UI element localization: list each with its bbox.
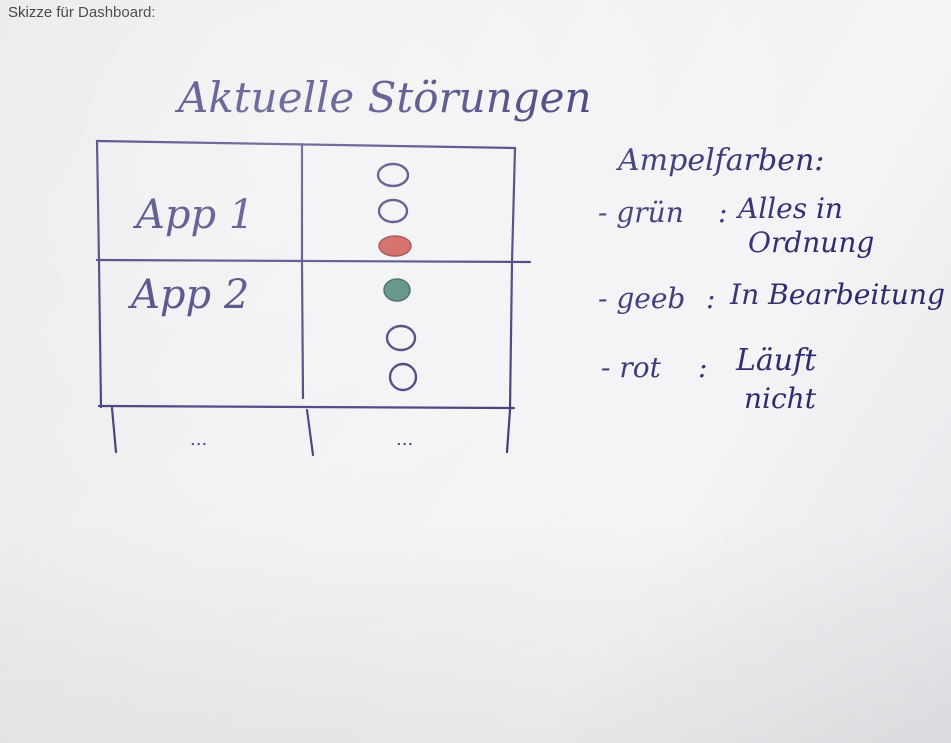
image-caption: Skizze für Dashboard: <box>8 4 156 21</box>
table-top-line <box>95 139 517 150</box>
row-label-more: ... <box>190 429 207 450</box>
traffic-light-app-2 <box>383 278 418 392</box>
table-right-line <box>508 146 517 412</box>
light-empty-icon <box>377 198 409 224</box>
legend-yellow-sep: : <box>706 282 715 315</box>
light-green-icon <box>383 278 411 302</box>
table-left-line-lower <box>97 260 103 409</box>
legend-red-text: Läuft <box>735 343 817 378</box>
light-empty-icon <box>376 162 410 188</box>
legend-red-text-2: nicht <box>744 382 817 415</box>
row-label-app-2: App 2 <box>127 272 249 318</box>
table-left-line-upper <box>95 139 101 264</box>
table-continuation-right <box>505 408 512 454</box>
legend-red-sep: : <box>698 351 707 384</box>
table-middle-line <box>300 142 305 400</box>
traffic-light-app-1 <box>376 162 412 257</box>
legend-green-text: Alles in <box>735 192 843 225</box>
table-continuation-left <box>110 406 118 454</box>
row-label-app-1: App 1 <box>132 192 254 238</box>
legend-green-text-2: Ordnung <box>748 226 874 259</box>
sketch-table-grid <box>95 139 532 457</box>
light-red-icon <box>378 235 412 257</box>
legend-red-marker: - rot <box>601 351 662 384</box>
light-empty-icon <box>388 362 418 392</box>
legend-title: Ampelfarben: <box>615 143 824 178</box>
sketch-title: Aktuelle Störungen <box>174 73 592 122</box>
legend-yellow-text: In Bearbeitung <box>729 278 945 311</box>
row-status-more: ... <box>396 429 413 450</box>
legend-green-marker: - grün <box>598 196 684 229</box>
legend-yellow-marker: - geeb <box>598 282 685 315</box>
light-empty-icon <box>385 324 417 352</box>
table-continuation-middle <box>305 408 315 457</box>
table-row-divider <box>95 258 532 264</box>
legend-green-sep: : <box>718 196 727 229</box>
table-bottom-line <box>97 404 516 410</box>
